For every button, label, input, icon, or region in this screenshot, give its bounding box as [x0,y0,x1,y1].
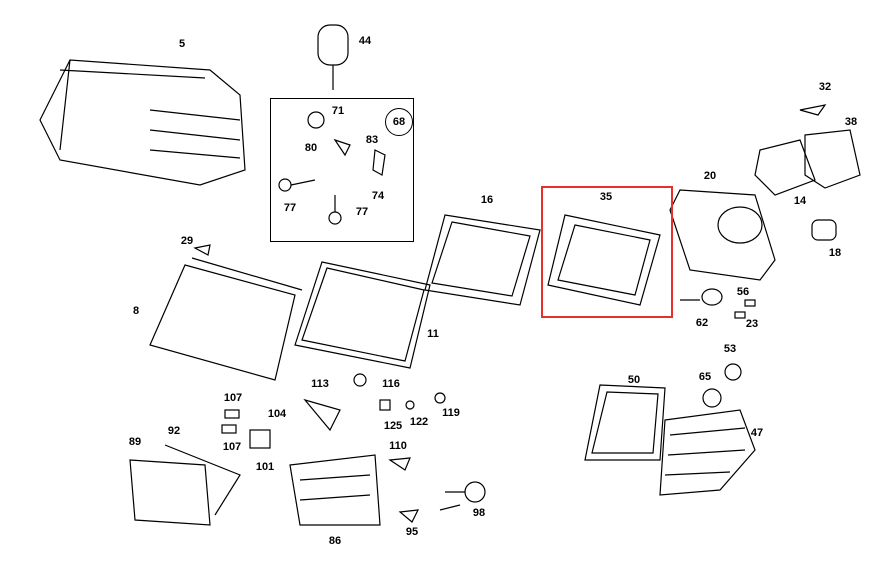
part-label-62[interactable]: 62 [695,317,709,329]
bulb-62 [680,288,723,306]
part-label-80[interactable]: 80 [304,142,318,154]
ring-14 [754,139,816,196]
part-label-83[interactable]: 83 [365,134,379,146]
socket-53 [724,363,742,381]
part-label-107[interactable]: 107 [222,441,242,453]
headlamp-housing-20 [669,189,776,281]
part-label-53[interactable]: 53 [723,343,737,355]
part-label-14[interactable]: 14 [793,195,807,207]
part-label-38[interactable]: 38 [844,116,858,128]
part-label-56[interactable]: 56 [736,286,750,298]
part-label-104[interactable]: 104 [267,408,287,420]
part-label-5[interactable]: 5 [178,38,186,50]
lamp-47 [659,409,756,496]
part-label-71[interactable]: 71 [331,105,345,117]
part-label-113[interactable]: 113 [311,378,329,390]
part-label-11[interactable]: 11 [427,328,439,340]
part-label-116[interactable]: 116 [382,378,400,390]
part-label-77[interactable]: 77 [283,202,297,214]
frame-16 [424,214,541,306]
lens-50 [584,384,666,461]
fastener-kit-inset [270,98,414,242]
part-label-29[interactable]: 29 [180,235,194,247]
part-label-125[interactable]: 125 [383,420,403,432]
headlamp-assembly-5 [39,59,246,186]
gasket-11 [294,261,431,369]
small-parts [193,104,827,523]
part-label-95[interactable]: 95 [405,526,419,538]
bulb-65 [702,388,722,408]
part-label-89[interactable]: 89 [128,436,142,448]
part-label-50[interactable]: 50 [627,374,641,386]
part-label-110[interactable]: 110 [389,440,407,452]
socket-18 [811,219,837,241]
lens-8 [149,257,303,381]
part-label-107[interactable]: 107 [223,392,243,404]
part-label-44[interactable]: 44 [358,35,372,47]
part-label-8[interactable]: 8 [132,305,140,317]
part-label-98[interactable]: 98 [472,507,486,519]
part-label-20[interactable]: 20 [703,170,717,182]
frame-35 [547,214,661,306]
kit-badge-68[interactable]: 68 [385,108,413,136]
part-label-122[interactable]: 122 [409,416,429,428]
part-label-65[interactable]: 65 [698,371,712,383]
part-label-35[interactable]: 35 [599,191,613,203]
part-label-23[interactable]: 23 [745,318,759,330]
part-label-47[interactable]: 47 [750,427,764,439]
part-label-77[interactable]: 77 [355,206,369,218]
part-label-92[interactable]: 92 [167,425,181,437]
part-label-74[interactable]: 74 [371,190,385,202]
highlight-box-part-35 [541,186,673,318]
part-label-32[interactable]: 32 [818,81,832,93]
part-label-16[interactable]: 16 [480,194,494,206]
bulb-44 [317,24,349,90]
fog-lamp-86 [289,454,381,526]
part-label-119[interactable]: 119 [442,407,460,419]
part-label-18[interactable]: 18 [828,247,842,259]
bulb-98 [439,481,486,511]
part-label-86[interactable]: 86 [328,535,342,547]
fog-lamp-89 [129,444,241,526]
part-label-101[interactable]: 101 [255,461,275,473]
cap-38 [804,129,861,189]
